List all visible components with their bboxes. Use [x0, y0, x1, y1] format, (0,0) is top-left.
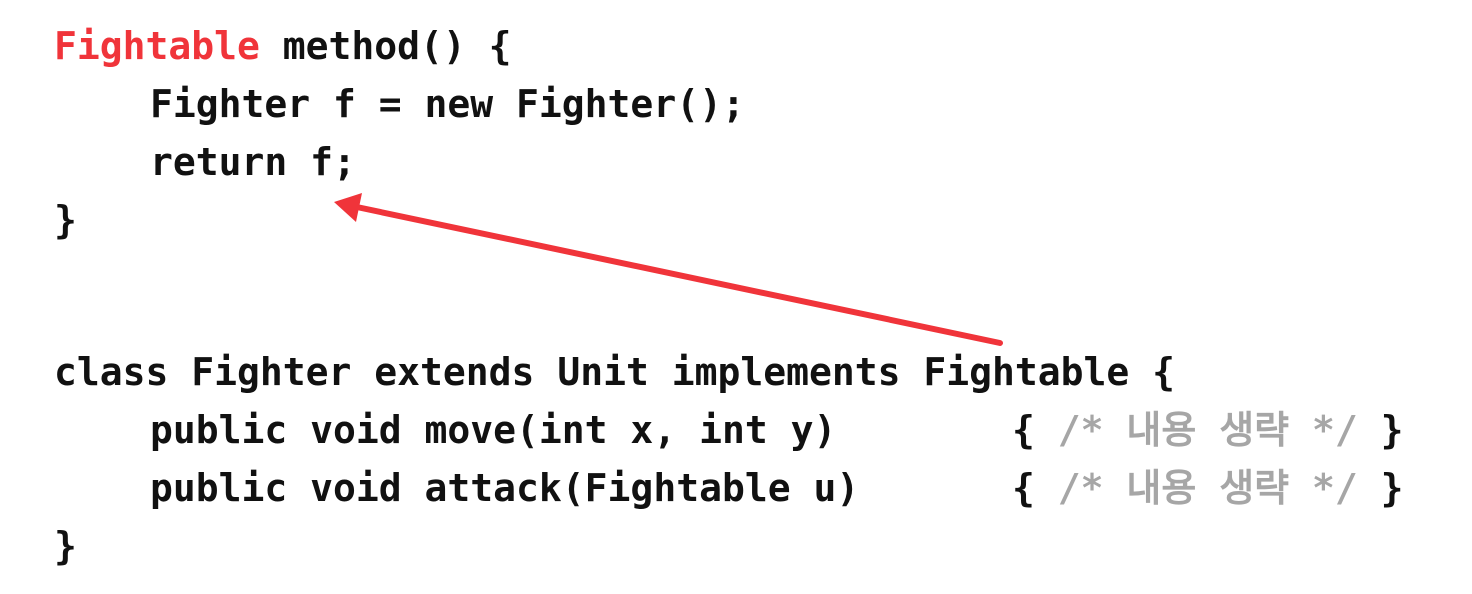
attack-comment: /* 내용 생략 */ [1057, 466, 1358, 510]
move-close-brace: } [1357, 408, 1404, 452]
return-type-fightable: Fightable [54, 24, 260, 68]
attack-open-brace: { [1012, 466, 1058, 510]
return-statement-line: return f; [150, 140, 356, 184]
arrow-head [334, 193, 362, 222]
method-signature-rest: method() { [259, 24, 512, 68]
fighter-instantiation-line: Fighter f = new Fighter(); [150, 82, 745, 126]
move-comment: /* 내용 생략 */ [1057, 408, 1358, 452]
method-signature-line: Fightable method() { [54, 24, 512, 68]
method-close-brace: } [54, 198, 77, 242]
attack-close-brace: } [1357, 466, 1404, 510]
attack-method-body: { /* 내용 생략 */ } [1012, 466, 1404, 510]
class-declaration-line: class Fighter extends Unit implements Fi… [54, 350, 1176, 394]
class-close-brace: } [54, 524, 77, 568]
attack-method-signature: public void attack(Fightable u) [150, 466, 860, 510]
move-open-brace: { [1012, 408, 1058, 452]
move-method-signature: public void move(int x, int y) [150, 408, 837, 452]
move-method-body: { /* 내용 생략 */ } [1012, 408, 1404, 452]
arrow-line [349, 203, 1003, 346]
